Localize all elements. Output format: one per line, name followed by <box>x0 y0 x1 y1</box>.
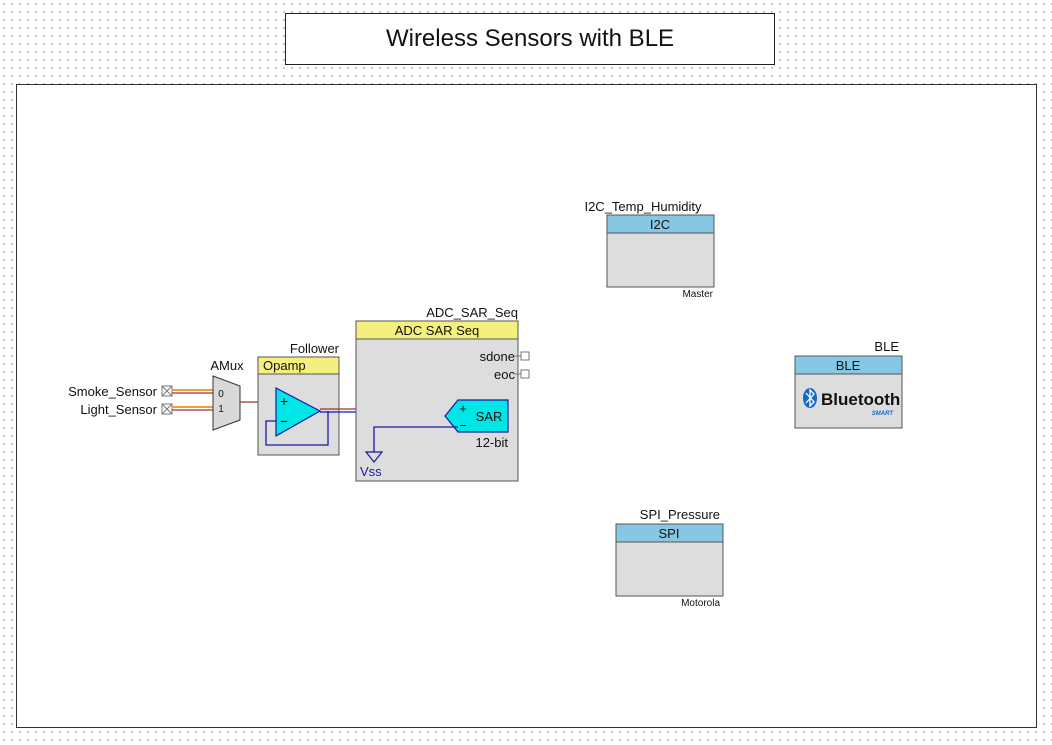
opamp-triangle <box>275 387 322 438</box>
adc-eoc-terminal[interactable] <box>520 369 530 379</box>
pin-smoke-sensor-label: Smoke_Sensor <box>68 384 158 399</box>
bluetooth-smart-text: SMART <box>872 411 895 417</box>
adc-type-label: ADC SAR Seq <box>395 323 480 338</box>
wire-light <box>172 406 213 411</box>
amux-label: AMux <box>210 358 244 373</box>
ble-header <box>794 355 903 375</box>
spi-type-label: SPI <box>659 526 680 541</box>
pin-smoke-sensor[interactable]: Smoke_Sensor <box>68 384 173 399</box>
adc-sdone-label: sdone <box>480 349 515 364</box>
adc-minus: − <box>459 418 467 433</box>
spi-instance-name: SPI_Pressure <box>640 507 720 522</box>
opamp-header <box>257 356 340 375</box>
i2c-type-label: I2C <box>650 217 670 232</box>
adc-bits-label: 12-bit <box>475 435 508 450</box>
ble-instance-name: BLE <box>874 339 899 354</box>
ground-icon <box>364 451 384 463</box>
adc-sar-label: SAR <box>476 409 503 424</box>
schematic-title: Wireless Sensors with BLE <box>285 13 775 65</box>
pin-light-sensor[interactable]: Light_Sensor <box>80 402 173 417</box>
i2c-header <box>606 214 715 234</box>
adc-eoc-label: eoc <box>494 367 515 382</box>
adc-component[interactable]: ADC_SAR_Seq ADC SAR Seq sdone eoc + − SA… <box>355 305 530 482</box>
amux-input1-label: 1 <box>218 404 224 415</box>
i2c-mode-label: Master <box>682 289 713 300</box>
amux-component[interactable]: AMux 0 1 <box>210 358 244 431</box>
bluetooth-icon <box>803 388 817 408</box>
opamp-instance-name: Follower <box>290 341 340 356</box>
opamp-plus: + <box>280 393 288 409</box>
opamp-type-label: Opamp <box>263 358 306 373</box>
adc-vss-label: Vss <box>360 464 382 479</box>
opamp-feedback-wire <box>265 411 329 446</box>
opamp-component[interactable]: Follower Opamp + − <box>257 341 340 456</box>
ble-component[interactable]: BLE BLE Bluetooth SMART <box>794 339 903 429</box>
opamp-minus: − <box>280 413 288 429</box>
adc-sar-shape <box>444 399 509 433</box>
adc-plus: + <box>459 401 467 416</box>
pin-light-sensor-label: Light_Sensor <box>80 402 157 417</box>
amux-input0-label: 0 <box>218 389 224 400</box>
spi-mode-label: Motorola <box>681 598 720 609</box>
adc-instance-name: ADC_SAR_Seq <box>426 305 518 320</box>
bluetooth-logo-text: Bluetooth <box>821 390 900 409</box>
wire-smoke <box>172 389 213 394</box>
amux-body <box>212 375 241 431</box>
spi-header <box>615 523 724 543</box>
ble-type-label: BLE <box>836 358 861 373</box>
adc-header <box>355 320 519 340</box>
spi-component[interactable]: SPI_Pressure SPI Motorola <box>615 507 724 609</box>
i2c-component[interactable]: I2C_Temp_Humidity I2C Master <box>584 199 715 300</box>
i2c-instance-name: I2C_Temp_Humidity <box>584 199 702 214</box>
adc-sdone-terminal[interactable] <box>520 351 530 361</box>
adc-vss-wire <box>373 426 458 452</box>
